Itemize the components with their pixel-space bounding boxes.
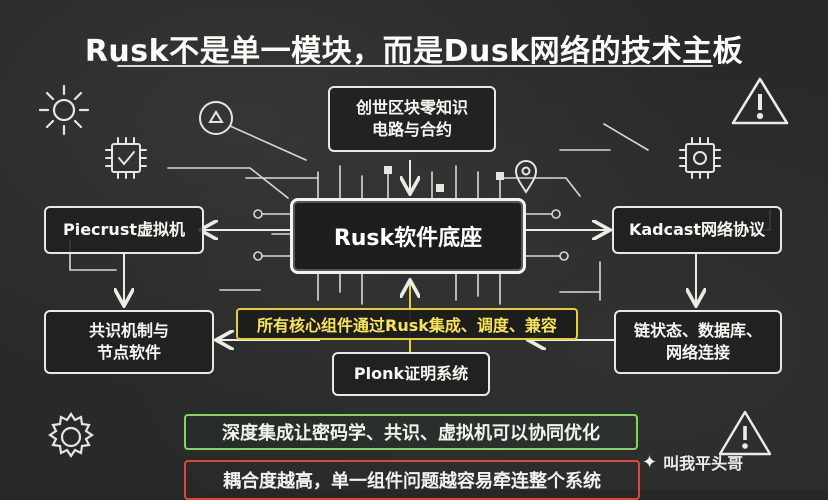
sun-icon: [38, 84, 90, 136]
genesis-circuit-node: 创世区块零知识 电路与合约: [328, 86, 496, 152]
consensus-node: 共识机制与 节点软件: [44, 310, 214, 374]
risk-note: 耦合度越高，单一组件问题越容易牵连整个系统: [184, 460, 640, 500]
sparkle-logo-icon: ✦: [642, 451, 658, 473]
chainstate-line-2: 网络连接: [665, 343, 730, 362]
risk-text: 耦合度越高，单一组件问题越容易牵连整个系统: [223, 471, 601, 492]
consensus-line-1: 共识机制与: [88, 321, 169, 341]
rusk-core-node: Rusk软件底座: [290, 198, 526, 274]
author-watermark: ✦ 叫我平头哥: [642, 450, 743, 474]
warning-icon-small: [718, 410, 772, 456]
plonk-proof-node: Plonk证明系统: [332, 352, 490, 396]
recycle-icon: [199, 101, 233, 135]
genesis-line-2: 电路与合约: [371, 120, 452, 139]
integration-text: 所有核心组件通过Rusk集成、调度、兼容: [257, 316, 557, 335]
benefit-note: 深度集成让密码学、共识、虚拟机可以协同优化: [184, 414, 638, 450]
checkbox-chip-icon: [105, 137, 147, 179]
consensus-line-2: 节点软件: [96, 343, 161, 362]
gear-icon: [48, 412, 94, 458]
piecrust-label: Piecrust虚拟机: [62, 220, 185, 240]
page-title: Rusk不是单一模块，而是Dusk网络的技术主板: [84, 34, 744, 69]
genesis-line-1: 创世区块零知识: [355, 98, 468, 118]
plonk-label: Plonk证明系统: [353, 364, 469, 384]
warning-icon: [731, 77, 789, 125]
location-pin-icon: [514, 160, 538, 194]
benefit-text: 深度集成让密码学、共识、虚拟机可以协同优化: [222, 423, 600, 444]
chainstate-node: 链状态、数据库、 网络连接: [614, 310, 782, 374]
core-label: Rusk软件底座: [333, 226, 483, 251]
chainstate-line-1: 链状态、数据库、: [633, 321, 762, 341]
kadcast-protocol-node: Kadcast网络协议: [612, 206, 782, 254]
watermark-text: 叫我平头哥: [663, 454, 744, 473]
processor-chip-icon: [679, 137, 721, 179]
kadcast-label: Kadcast网络协议: [628, 220, 766, 240]
piecrust-vm-node: Piecrust虚拟机: [44, 206, 204, 254]
integration-note: 所有核心组件通过Rusk集成、调度、兼容: [236, 308, 578, 340]
